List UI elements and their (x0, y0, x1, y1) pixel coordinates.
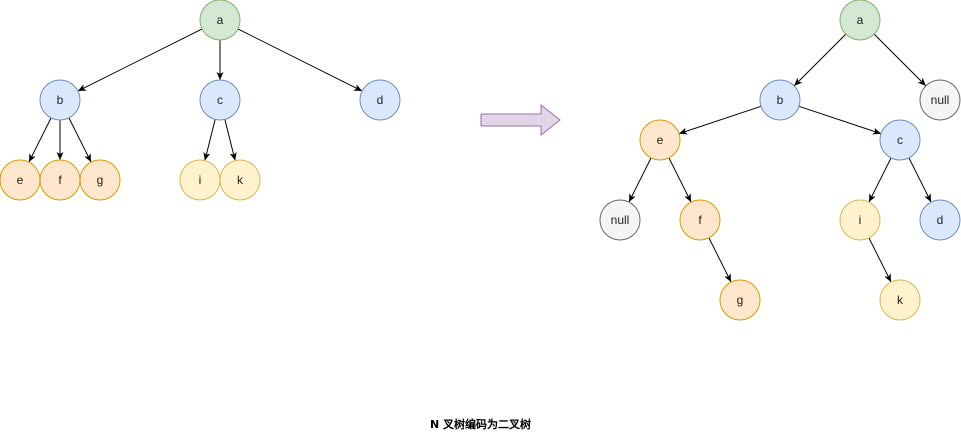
nary-edge-a-d (237, 28, 363, 92)
n-ary-tree: a b c d e f g i k (0, 0, 401, 201)
nary-node-label-e: e (17, 173, 24, 187)
binary-node-circle-null1 (919, 79, 961, 121)
binary-node-b: b (759, 79, 801, 121)
binary-node-k: k (879, 279, 921, 321)
nary-edge-c-i (203, 119, 216, 161)
nary-node-e: e (0, 159, 41, 201)
binary-node-i: i (839, 199, 881, 241)
nary-node-i: i (179, 159, 221, 201)
binary-node-circle-c (879, 119, 921, 161)
binary-node-null1: null (919, 79, 961, 121)
binary-node-null2: null (599, 199, 641, 241)
binary-node-label-g: g (737, 293, 744, 307)
nary-edge-b-e (28, 117, 52, 163)
nary-node-d: d (359, 79, 401, 121)
nary-node-label-a: a (217, 13, 224, 27)
diagram-caption: N 叉树编码为二叉树 (429, 418, 532, 431)
nary-node-circle-k (219, 159, 261, 201)
nary-node-label-i: i (199, 173, 202, 187)
nary-node-label-g: g (97, 173, 104, 187)
binary-node-circle-d (919, 199, 961, 241)
nary-edge-a-b (77, 28, 203, 92)
binary-node-label-d: d (937, 213, 944, 227)
nary-node-circle-a (199, 0, 241, 41)
binary-node-label-a: a (857, 13, 864, 27)
nary-node-circle-c (199, 79, 241, 121)
nary-node-label-b: b (57, 93, 64, 107)
binary-edge-e-null2 (628, 157, 652, 203)
binary-node-e: e (639, 119, 681, 161)
binary-node-circle-f (679, 199, 721, 241)
binary-edge-b-c (798, 105, 882, 135)
nary-node-a: a (199, 0, 241, 41)
binary-edge-e-f (668, 157, 692, 203)
nary-node-circle-g (79, 159, 121, 201)
binary-edge-a-null1 (873, 33, 927, 87)
binary-node-circle-k (879, 279, 921, 321)
binary-edge-f-g (708, 237, 732, 283)
nary-node-f: f (39, 159, 81, 201)
transform-arrow (480, 103, 561, 137)
nary-node-g: g (79, 159, 121, 201)
binary-node-label-null2: null (611, 213, 630, 227)
nary-edge-c-k (224, 119, 237, 161)
binary-node-label-null1: null (931, 93, 950, 107)
binary-node-label-c: c (897, 133, 903, 147)
binary-edge-c-d (908, 157, 932, 203)
binary-node-circle-a (839, 0, 881, 41)
binary-node-circle-null2 (599, 199, 641, 241)
binary-node-label-f: f (698, 213, 702, 227)
nary-node-label-c: c (217, 93, 223, 107)
nary-node-k: k (219, 159, 261, 201)
nary-node-label-k: k (237, 173, 244, 187)
binary-node-circle-b (759, 79, 801, 121)
binary-node-circle-i (839, 199, 881, 241)
binary-node-circle-e (639, 119, 681, 161)
binary-node-label-k: k (897, 293, 904, 307)
binary-node-label-e: e (657, 133, 664, 147)
binary-node-circle-g (719, 279, 761, 321)
binary-edge-b-e (678, 105, 762, 135)
binary-node-f: f (679, 199, 721, 241)
binary-node-d: d (919, 199, 961, 241)
binary-edge-a-b (793, 33, 847, 87)
nary-node-c: c (199, 79, 241, 121)
nary-node-label-f: f (58, 173, 62, 187)
nary-node-label-d: d (377, 93, 384, 107)
binary-node-g: g (719, 279, 761, 321)
binary-node-label-i: i (859, 213, 862, 227)
binary-edge-i-k (868, 237, 892, 283)
nary-node-circle-b (39, 79, 81, 121)
nary-node-circle-d (359, 79, 401, 121)
nary-node-b: b (39, 79, 81, 121)
binary-tree: a b null e c null f i d g k (599, 0, 961, 321)
binary-node-label-b: b (777, 93, 784, 107)
binary-edge-c-i (868, 157, 892, 203)
binary-node-a: a (839, 0, 881, 41)
nary-edge-b-g (68, 117, 92, 163)
binary-node-c: c (879, 119, 921, 161)
